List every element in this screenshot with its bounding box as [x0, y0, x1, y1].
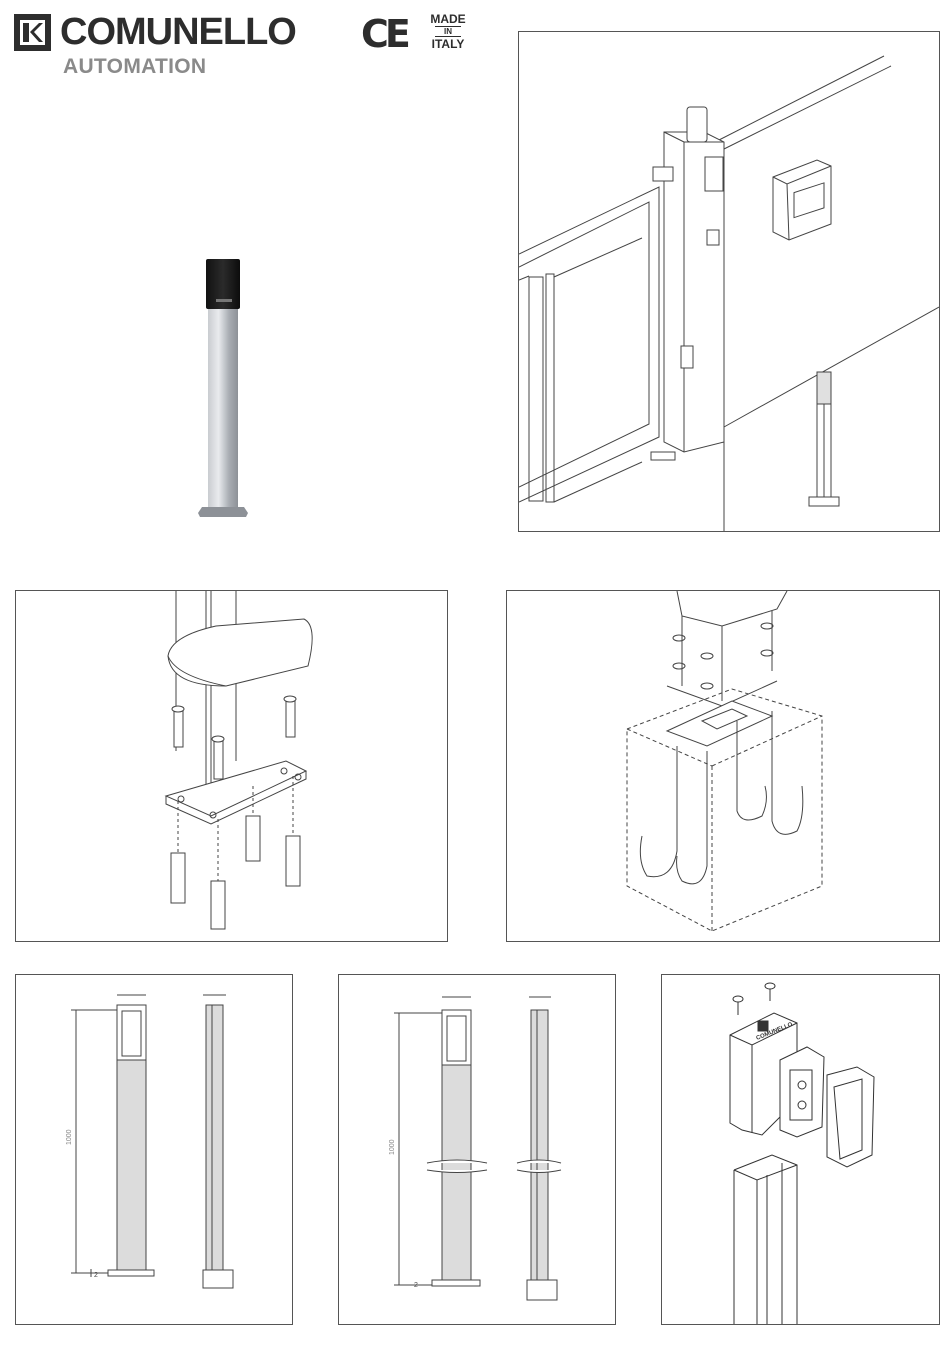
column-side-view [517, 997, 561, 1300]
product-photo [190, 255, 260, 525]
comunello-logo-icon [14, 14, 51, 51]
column-side-view [203, 995, 233, 1288]
installation-overview-panel [518, 31, 940, 532]
column-base [198, 507, 248, 517]
exploded-cap-panel: COMUNELLO [661, 974, 940, 1325]
wall-plugs [171, 816, 300, 929]
sliding-gate [519, 187, 659, 502]
cap-badge-icon [216, 299, 232, 302]
lamp-device [705, 157, 723, 191]
height-dimension-line [394, 1013, 442, 1285]
front-lens-cover [827, 1067, 874, 1167]
made-in-italy-badge: MADE IN ITALY [425, 13, 471, 50]
brand-subtitle: AUTOMATION [63, 55, 206, 79]
photocell-board [780, 1047, 824, 1137]
dimension-panel-cut: 1000 2 [338, 974, 616, 1325]
column-body [208, 305, 238, 507]
gate-stop [651, 452, 675, 460]
post-cap-device [687, 107, 707, 142]
base-offset-label: 2 [94, 1272, 98, 1279]
base-plate [166, 761, 306, 824]
photocell-on-post [681, 346, 693, 368]
control-box [773, 160, 831, 240]
in-label: IN [435, 26, 461, 37]
gate-post [651, 107, 724, 460]
brand-logo [14, 14, 51, 51]
height-dimension-line [71, 1010, 117, 1277]
column-front-view [427, 997, 487, 1286]
dimension-panel-fixed: 1000 2 [15, 974, 293, 1325]
brand-name: COMUNELLO [60, 10, 296, 54]
column-front-view [108, 995, 154, 1276]
height-label: 1000 [389, 1139, 396, 1155]
floor-fixing-panel [15, 590, 448, 942]
key-switch [707, 230, 719, 245]
column-lower-section [667, 591, 787, 706]
foundation-anchor-panel [506, 590, 940, 942]
gate-guide [653, 167, 673, 181]
cap-screws [733, 983, 775, 1015]
column-lower-section [168, 591, 312, 791]
base-offset-label: 2 [414, 1282, 418, 1289]
cap-logo-icon [758, 1021, 768, 1031]
italy-label: ITALY [425, 38, 471, 50]
ce-mark: CE [361, 12, 407, 56]
height-label: 1000 [66, 1129, 73, 1145]
nuts-and-washers [673, 623, 773, 689]
made-label: MADE [425, 13, 471, 25]
photocell-column [809, 372, 839, 506]
column-profile [734, 1155, 797, 1324]
